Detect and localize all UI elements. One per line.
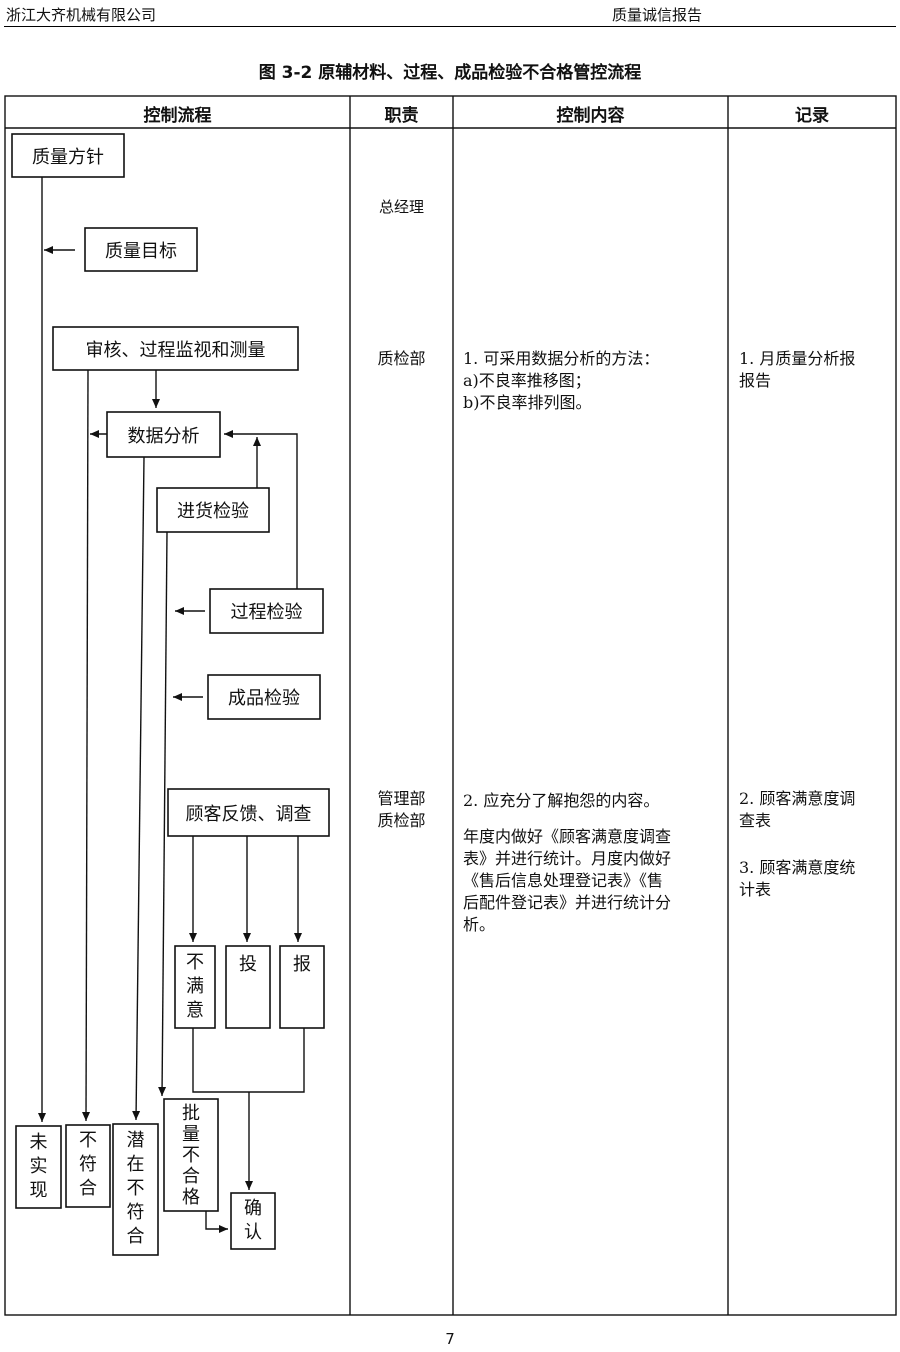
- column-header-responsibility: 职责: [384, 106, 419, 126]
- record-monthly-quality-report: 1. 月质量分析报 报告: [739, 349, 856, 390]
- quality-policy-label: 质量方针: [32, 146, 104, 168]
- potential-nonconforming-box: [112, 1123, 159, 1256]
- nonconforming-box: [65, 1124, 111, 1208]
- dissatisfied-box: [174, 945, 216, 1029]
- flow-connectors: [38, 177, 305, 1233]
- content-data-analysis: 1. 可采用数据分析的方法： a)不良率推移图； b)不良率排列图。: [463, 349, 660, 412]
- audit-monitor-label: 审核、过程监视和测量: [85, 339, 266, 361]
- data-analysis-label: 数据分析: [127, 425, 200, 447]
- responsibility-general-manager: 总经理: [378, 198, 424, 216]
- batch-nonconforming-box: [163, 1098, 219, 1212]
- product-inspection-label: 成品检验: [228, 688, 300, 709]
- batch-nonconforming-label: 批量不合格: [182, 1103, 200, 1208]
- confirm-label: 确认: [244, 1198, 262, 1243]
- record-satisfaction-survey: 2. 顾客满意度调 查表: [739, 789, 856, 830]
- complaint-label: 投: [239, 954, 257, 975]
- process-inspection-box: [209, 588, 324, 634]
- company-name: 浙江大齐机械有限公司: [6, 6, 157, 24]
- nonconforming-label: 不符合: [79, 1130, 97, 1199]
- page-number: 7: [445, 1330, 455, 1348]
- dissatisfied-label: 不满意: [186, 952, 204, 1021]
- column-header-flow: 控制流程: [143, 106, 212, 126]
- data-analysis-box: [106, 411, 221, 458]
- content-customer-complaints: 2. 应充分了解抱怨的内容。 年度内做好《顾客满意度调查 表》并进行统计。月度内…: [463, 791, 672, 934]
- report-box: [279, 945, 325, 1029]
- report-title: 质量诚信报告: [612, 6, 703, 24]
- confirm-box: [230, 1192, 276, 1250]
- unrealized-label: 未实现: [29, 1132, 48, 1201]
- complaint-box: [225, 945, 271, 1029]
- table-grid: [4, 95, 897, 1316]
- unrealized-box: [15, 1125, 62, 1209]
- quality-goal-box: [84, 227, 198, 272]
- potential-nonconforming-label: 潜在不符合: [126, 1130, 145, 1247]
- responsibility-mgmt-qc: 管理部 质检部: [377, 789, 426, 830]
- process-inspection-label: 过程检验: [230, 602, 303, 623]
- incoming-inspection-label: 进货检验: [177, 501, 249, 522]
- header-divider: [4, 26, 896, 27]
- product-inspection-box: [207, 674, 321, 720]
- column-header-records: 记录: [795, 106, 829, 126]
- customer-feedback-label: 顾客反馈、调查: [185, 803, 312, 825]
- audit-monitor-box: [52, 326, 299, 371]
- quality-goal-label: 质量目标: [105, 240, 177, 262]
- quality-policy-box: [11, 133, 125, 178]
- customer-feedback-box: [167, 788, 330, 837]
- record-satisfaction-statistics: 3. 顾客满意度统 计表: [739, 858, 856, 899]
- responsibility-qc-dept: 质检部: [377, 349, 426, 368]
- figure-title: 图 3-2 原辅材料、过程、成品检验不合格管控流程: [258, 63, 642, 83]
- report-label: 报: [293, 954, 311, 975]
- incoming-inspection-box: [156, 487, 270, 533]
- column-header-content: 控制内容: [556, 106, 625, 126]
